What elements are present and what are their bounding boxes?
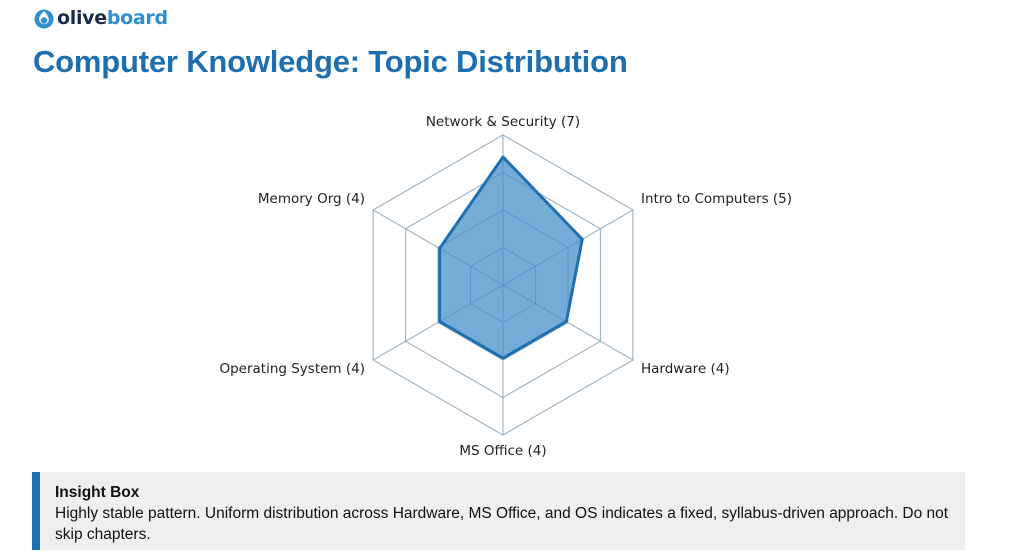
grid-spoke [372, 284, 504, 361]
insight-body: Highly stable pattern. Uniform distribut… [55, 505, 949, 543]
axis-label: Memory Org (4) [258, 191, 365, 207]
grid-ring [405, 171, 601, 399]
axis-label: Network & Security (7) [426, 114, 580, 130]
grid-spoke [372, 209, 504, 286]
radar-series [372, 134, 634, 436]
page-title: Computer Knowledge: Topic Distribution [33, 44, 628, 79]
grid-ring [372, 134, 634, 436]
axis-label: Hardware (4) [641, 361, 730, 377]
grid-spoke [502, 209, 634, 286]
radar-chart: Network & Security (7) Intro to Computers… [219, 114, 792, 459]
axis-label: MS Office (4) [459, 443, 546, 459]
insight-title: Insight Box [55, 484, 140, 501]
radar-axis-labels: Network & Security (7) Intro to Computers… [219, 114, 792, 459]
olive-drop-icon [34, 9, 54, 29]
brand-name-board: board [106, 7, 168, 29]
axis-label: Operating System (4) [219, 361, 365, 377]
grid-ring [437, 209, 569, 361]
grid-spoke [502, 284, 634, 361]
series-polygon [438, 155, 584, 360]
grid-ring [470, 246, 536, 324]
axis-label: Intro to Computers (5) [641, 191, 792, 207]
brand-name: oliveboard [57, 6, 168, 30]
brand-name-olive: olive [57, 7, 107, 29]
insight-box: Insight Box Highly stable pattern. Unifo… [32, 472, 965, 550]
brand-logo: oliveboard [33, 6, 168, 30]
